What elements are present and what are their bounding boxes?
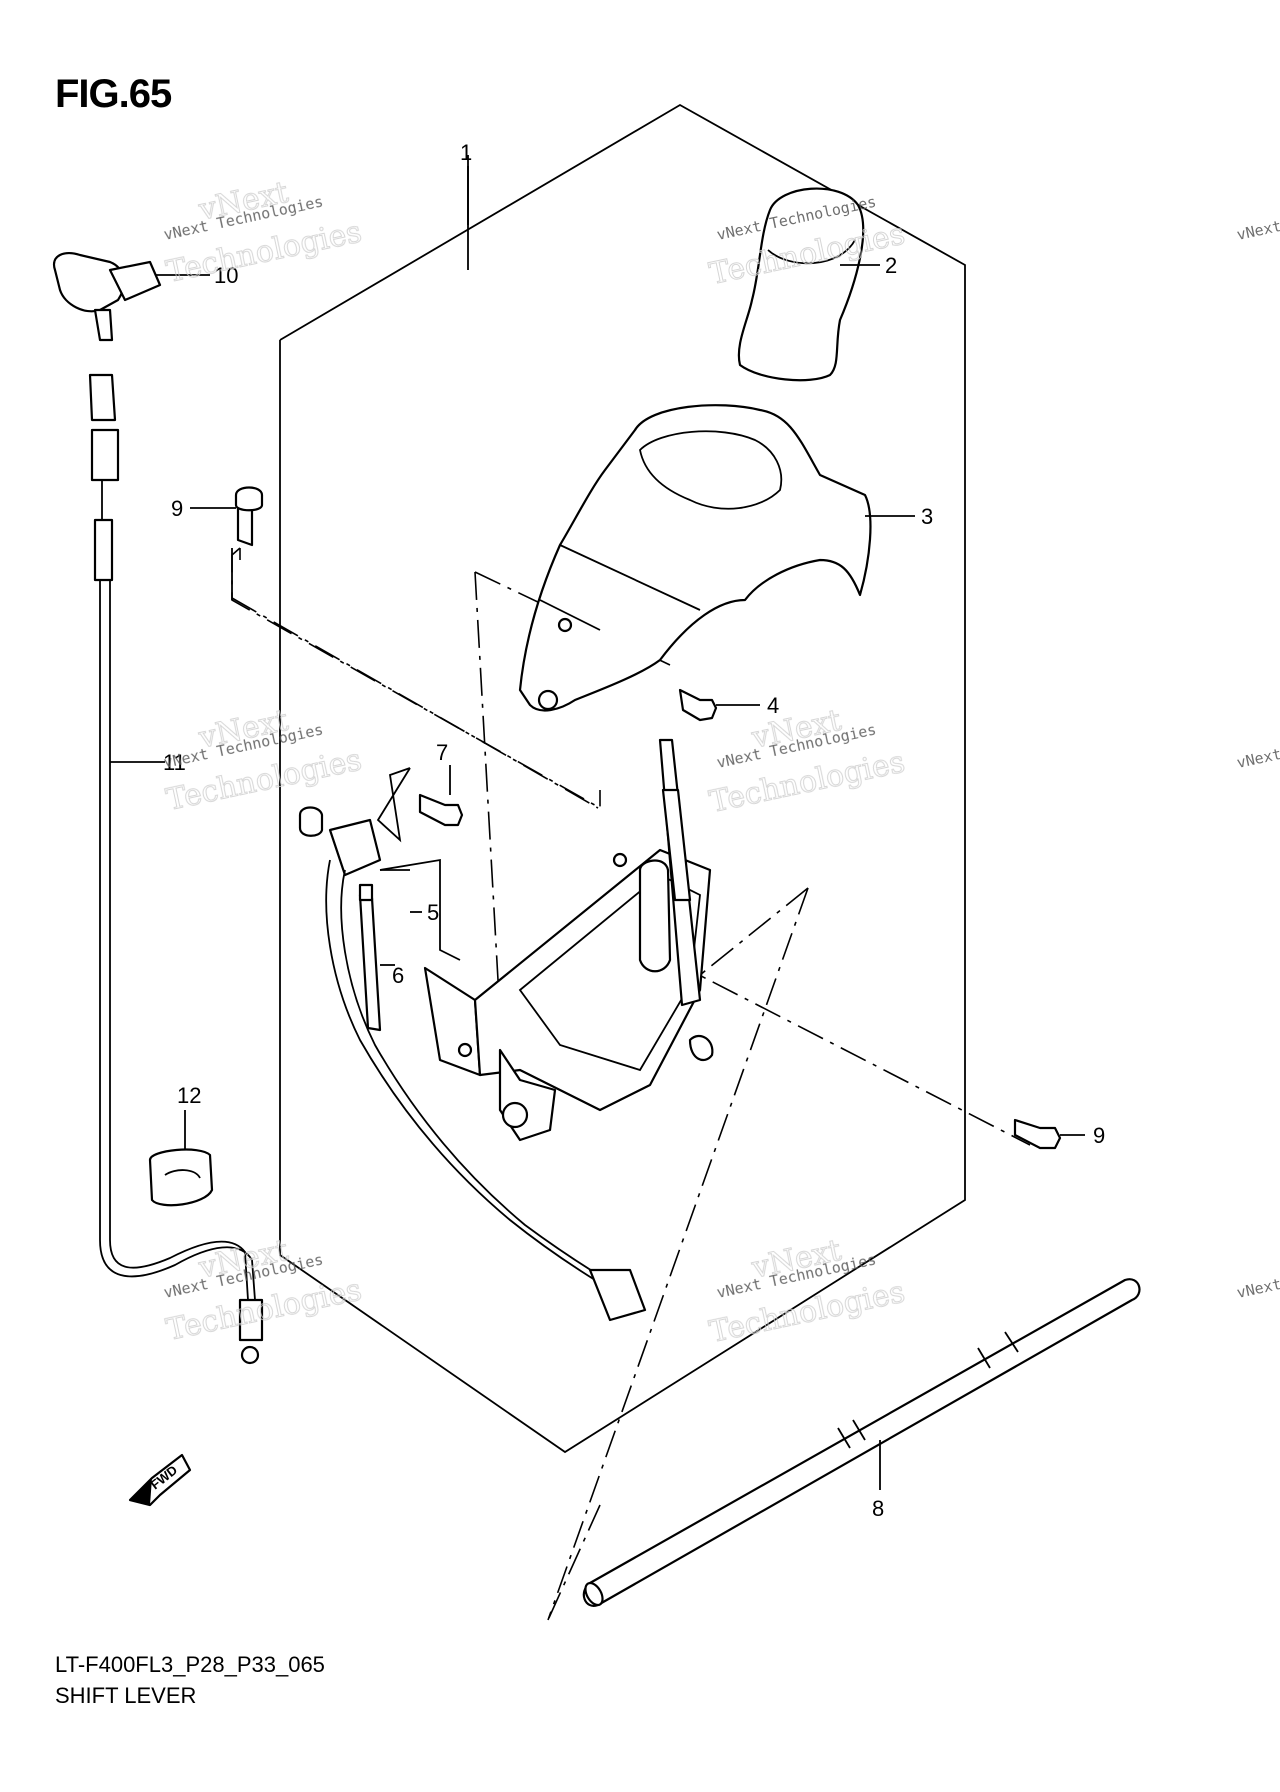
- callout-7: 7: [436, 740, 448, 765]
- shift-cover-part: [518, 404, 872, 712]
- bolt-part-4: [678, 688, 760, 722]
- callout-9-lower: 9: [1093, 1123, 1105, 1148]
- forward-arrow-icon: FWD: [128, 1453, 192, 1507]
- watermark-tag: vNext: [1235, 1275, 1280, 1302]
- figure-title: FIG.65: [55, 72, 172, 116]
- figure-code: LT-F400FL3_P28_P33_065: [55, 1652, 325, 1677]
- watermark: vNext vNext Technologies Technologies: [162, 174, 365, 290]
- callout-11: 11: [163, 750, 186, 775]
- bolt-part-7: [418, 765, 464, 827]
- watermark: vNext vNext Technologies Technologies: [162, 702, 365, 818]
- neutral-switch-harness-part-5: [298, 806, 647, 1322]
- watermark: vNext vNext Technologies Technologies: [162, 1232, 365, 1348]
- callout-4: 4: [767, 693, 779, 718]
- shift-rod-part-8: [582, 1278, 1141, 1607]
- bolt-part-9-lower: [1013, 1118, 1085, 1150]
- clamp-part-12: [148, 1110, 214, 1207]
- shift-lever-assembly: [423, 738, 714, 1142]
- cable-tie-part-6: [358, 883, 395, 1032]
- figure-name: SHIFT LEVER: [55, 1683, 197, 1708]
- speed-sensor-part-10: [52, 252, 210, 342]
- callout-5: 5: [427, 900, 439, 925]
- watermark-edge: vNext: [1235, 745, 1280, 772]
- callout-1: 1: [460, 140, 472, 165]
- callout-2: 2: [885, 253, 897, 278]
- callout-10: 10: [214, 263, 238, 288]
- callout-3: 3: [921, 504, 933, 529]
- speedometer-cable-part-11: [88, 373, 264, 1365]
- callout-labels: 1 2 3 4 5 6 7 8 9 9 10 11 12: [163, 140, 1105, 1521]
- watermark-tag: vNext: [1235, 745, 1280, 772]
- callout-9-upper: 9: [171, 496, 183, 521]
- callout-6: 6: [392, 963, 404, 988]
- watermark-group: vNext vNext Technologies Technologies vN…: [162, 174, 1280, 1350]
- watermark-tag: vNext: [1235, 217, 1280, 244]
- shift-knob-part: [737, 187, 865, 382]
- watermark: vNext vNext Technologies Technologies: [706, 1232, 908, 1350]
- watermark-edge: vNext: [1235, 217, 1280, 244]
- bolt-part-9-upper: [190, 486, 264, 547]
- callout-12: 12: [177, 1083, 201, 1108]
- watermark: vNext vNext Technologies Technologies: [706, 702, 908, 820]
- watermark-edge: vNext: [1235, 1275, 1280, 1302]
- callout-8: 8: [872, 1496, 884, 1521]
